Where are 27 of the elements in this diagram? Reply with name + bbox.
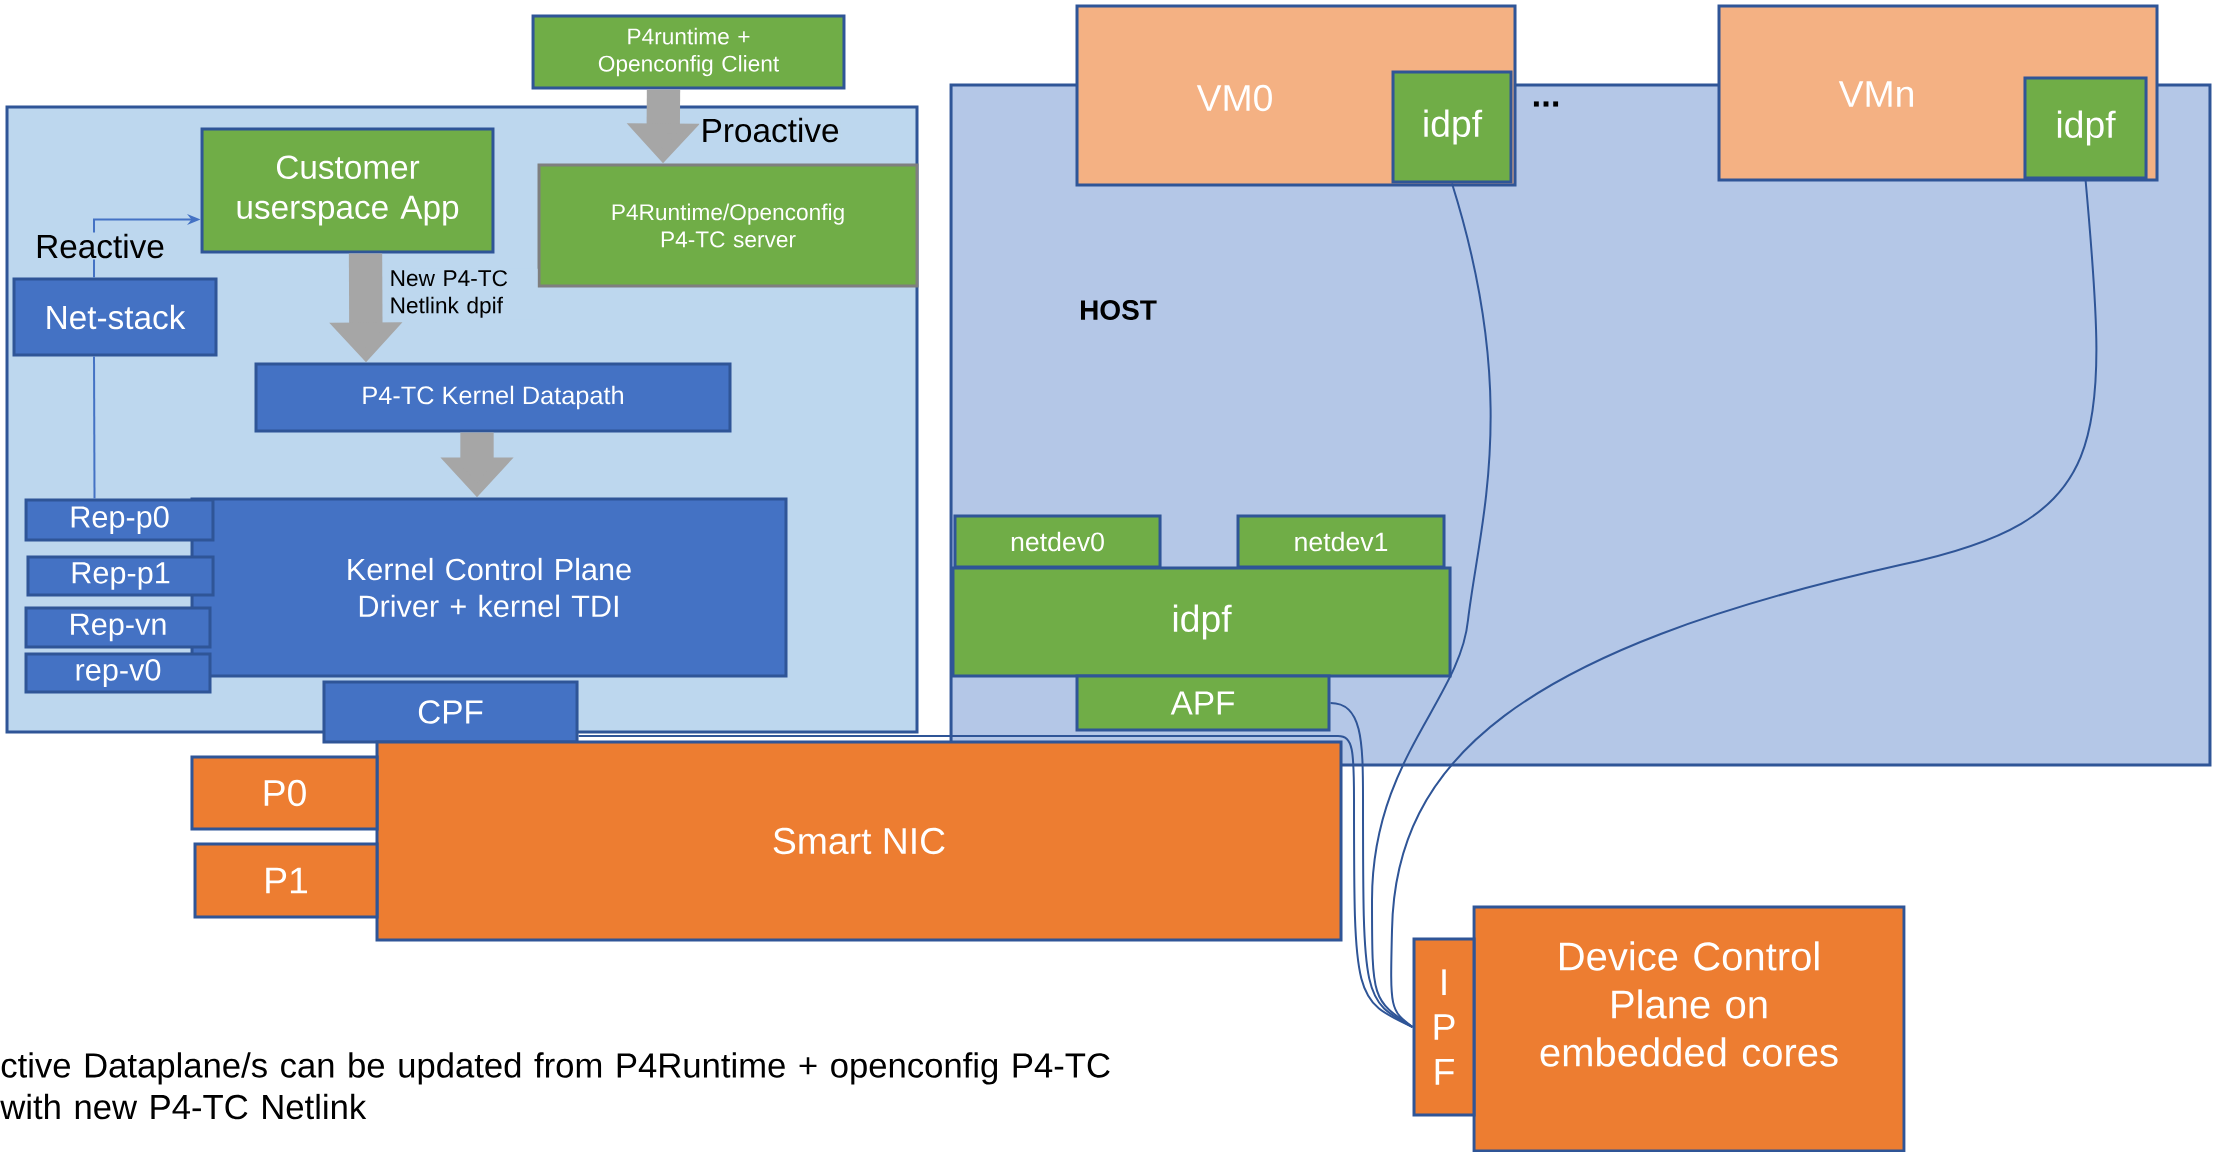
- port-box: P1: [193, 842, 379, 919]
- server-box: P4Runtime/Openconfig P4-TC server: [537, 163, 919, 288]
- process-box: Net-stack: [12, 277, 218, 357]
- port-box: Rep-vn: [24, 606, 212, 649]
- edge-label: Reactive: [33, 232, 167, 260]
- port-box: Rep-p1: [26, 555, 215, 597]
- datapath-box: P4-TC Kernel Datapath: [254, 362, 732, 433]
- note-text: ctive Dataplane/s can be updated from P4Runtime + openconfig P4-TC with new P4-TC Netlink: [0, 1052, 1110, 1120]
- driver-box: Kernel Control Plane Driver + kernel TDI: [190, 497, 788, 678]
- connector-line: [1390, 178, 2098, 1028]
- connector-line: [93, 355, 96, 500]
- netdev-box: netdev1: [1236, 514, 1446, 569]
- netdev-box: netdev0: [953, 514, 1162, 569]
- function-box: APF: [1075, 674, 1331, 732]
- driver-box: idpf: [2023, 76, 2148, 180]
- driver-box: idpf: [1391, 70, 1513, 184]
- function-box: CPF: [322, 680, 579, 744]
- edge-label: New P4-TC Netlink dpif: [388, 268, 538, 320]
- edge-label: Proactive: [699, 116, 841, 144]
- client-box: P4runtime + Openconfig Client: [531, 14, 846, 90]
- connector-line: [1371, 182, 1492, 1028]
- nic-box: Smart NIC: [375, 740, 1343, 942]
- function-box: I P F: [1412, 937, 1476, 1117]
- app-box: Customer userspace App: [200, 127, 495, 254]
- port-box: Rep-p0: [24, 498, 215, 542]
- port-box: P0: [190, 755, 379, 831]
- port-box: rep-v0: [24, 652, 212, 694]
